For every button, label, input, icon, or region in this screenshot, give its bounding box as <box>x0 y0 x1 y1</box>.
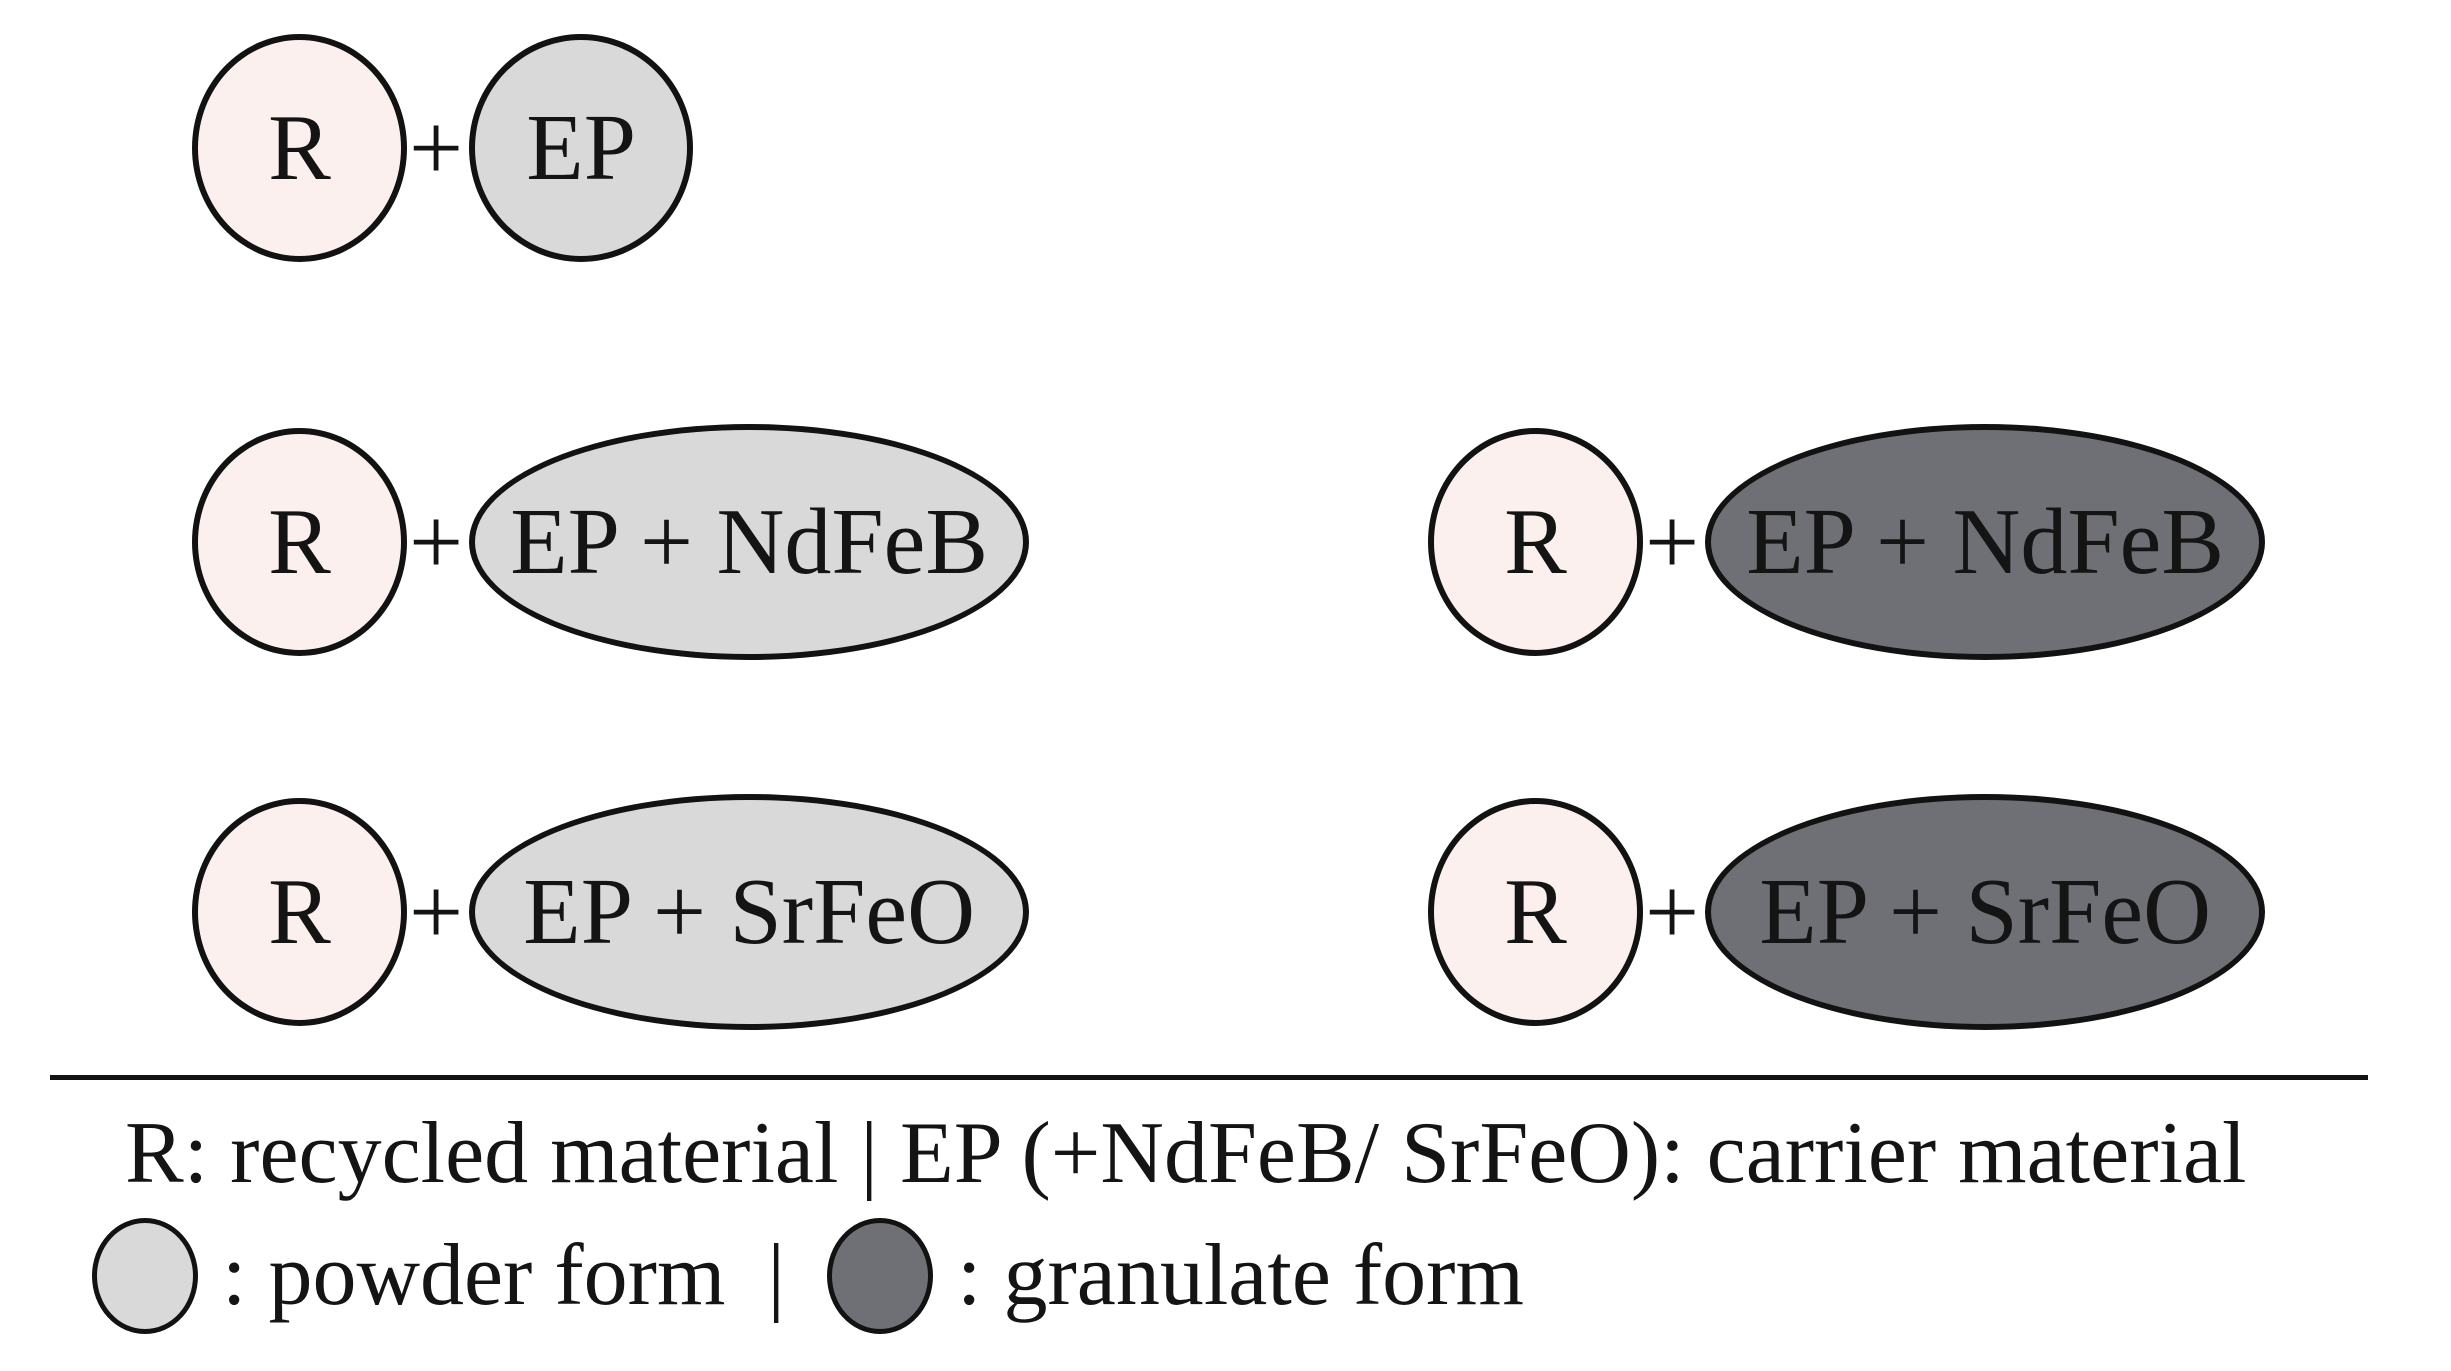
mixture-group-r-ep-powder: R + EP <box>192 34 694 262</box>
mixture-group-r-ndfeb-granulate: R + EP + NdFeB <box>1428 424 2266 660</box>
carrier-label: EP + NdFeB <box>510 490 989 594</box>
legend-materials-text: R: recycled material | EP (+NdFeB/ SrFeO… <box>125 1105 2247 1202</box>
mixture-group-r-srfeo-granulate: R + EP + SrFeO <box>1428 794 2266 1030</box>
mixture-group-r-ndfeb-powder: R + EP + NdFeB <box>192 424 1030 660</box>
granulate-form-label: : granulate form <box>957 1227 1524 1324</box>
plus-icon: + <box>1645 488 1700 595</box>
carrier-ellipse-granulate: EP + SrFeO <box>1705 794 2266 1030</box>
legend-forms-row: : powder form | : granulate form <box>92 1218 1524 1334</box>
recycled-circle: R <box>192 34 407 262</box>
plus-icon: + <box>1645 858 1700 965</box>
carrier-ellipse-powder: EP + NdFeB <box>469 424 1030 660</box>
plus-icon: + <box>409 488 464 595</box>
carrier-label: EP + SrFeO <box>1759 860 2211 964</box>
granulate-swatch-icon <box>827 1218 934 1334</box>
recycled-label: R <box>268 96 331 200</box>
carrier-ellipse-granulate: EP + NdFeB <box>1705 424 2266 660</box>
powder-form-label: : powder form <box>222 1227 726 1324</box>
recycled-circle: R <box>1428 798 1643 1026</box>
mixture-group-r-srfeo-powder: R + EP + SrFeO <box>192 794 1030 1030</box>
carrier-label: EP + SrFeO <box>523 860 975 964</box>
legend-separator: | <box>767 1227 786 1324</box>
powder-swatch-icon <box>92 1218 198 1334</box>
recycled-label: R <box>1504 860 1567 964</box>
carrier-circle-powder: EP <box>469 34 694 262</box>
recycled-label: R <box>268 860 331 964</box>
recycled-label: R <box>268 490 331 594</box>
recycled-circle: R <box>192 428 407 656</box>
carrier-ellipse-powder: EP + SrFeO <box>469 794 1030 1030</box>
legend-divider <box>50 1075 2368 1080</box>
carrier-label: EP <box>526 96 636 200</box>
recycled-circle: R <box>1428 428 1643 656</box>
recycled-circle: R <box>192 798 407 1026</box>
plus-icon: + <box>409 858 464 965</box>
plus-icon: + <box>409 94 464 201</box>
recycled-label: R <box>1504 490 1567 594</box>
carrier-label: EP + NdFeB <box>1746 490 2225 594</box>
